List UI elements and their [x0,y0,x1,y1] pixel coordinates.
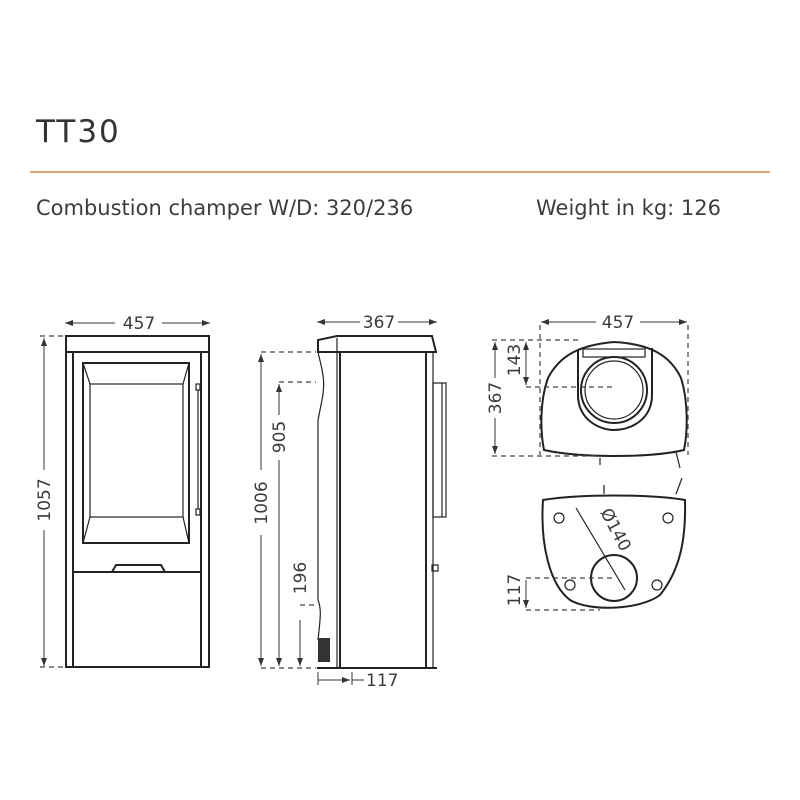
product-title: TT30 [36,114,121,150]
front-height-label: 1057 [35,478,55,521]
side-view: 367 1006 905 196 117 [252,313,447,691]
side-height-label: 1006 [252,481,272,524]
bottom-view: Ø140 117 [505,477,687,611]
rear-outlet-height-label: 905 [270,421,290,453]
weight-spec: Weight in kg: 126 [536,196,721,220]
flue-offset-label: 143 [505,344,525,376]
top-depth-label: 367 [486,382,506,414]
rear-offset-label: 117 [366,671,398,691]
top-view: 457 367 143 [486,313,689,469]
air-inlet-diameter-label: Ø140 [596,505,635,555]
side-depth-label: 367 [363,313,395,333]
front-view: 457 1057 [35,314,210,668]
lower-outlet-height-label: 196 [291,562,311,594]
front-width-label: 457 [123,314,155,334]
title-divider [30,171,770,173]
top-width-label: 457 [602,313,634,333]
air-inlet-offset-label: 117 [505,574,525,606]
combustion-chamber-spec: Combustion champer W/D: 320/236 [36,196,414,220]
